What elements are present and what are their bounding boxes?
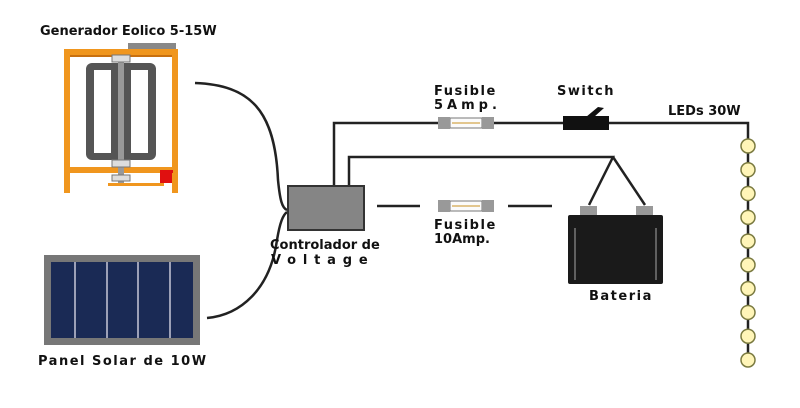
wire-controller-to-battery-top	[347, 155, 647, 206]
fuse-top-label-line1: Fusible	[434, 84, 497, 99]
fuse-10amp	[438, 200, 494, 212]
led-string	[740, 138, 756, 368]
battery-terminal-neg	[580, 206, 597, 215]
generator-shaft	[118, 55, 124, 185]
fuse-bottom-label-line1: Fusible	[434, 218, 497, 233]
led-bulb	[740, 138, 756, 154]
controller-label-line1: Controlador de	[270, 238, 380, 253]
wire-generator-to-controller	[194, 81, 288, 212]
battery-body	[568, 215, 663, 284]
leds-label: LEDs 30W	[668, 104, 741, 119]
generator-rotor-slot-left	[94, 70, 111, 153]
battery	[568, 206, 663, 284]
led-bulb	[740, 257, 756, 273]
led-bulb	[740, 185, 756, 202]
generator-red-box	[160, 170, 173, 183]
led-bulb	[740, 328, 756, 344]
generator-coupling	[111, 174, 131, 182]
generator-base-rod	[108, 183, 164, 186]
fuse-10amp-cap-left	[438, 200, 450, 212]
generator-rotor-slot-right	[131, 70, 148, 153]
generator-top-cap	[128, 43, 176, 50]
wires	[194, 81, 750, 320]
generator-frame-top	[64, 49, 178, 55]
led-bulb	[740, 304, 756, 321]
led-bulb	[740, 233, 756, 249]
solar-panel-cells	[51, 262, 193, 338]
led-bulb	[740, 162, 756, 178]
battery-label: Bateria	[589, 289, 653, 304]
wind-generator-label: Generador Eolico 5-15W	[40, 24, 217, 39]
voltage-controller	[287, 185, 365, 231]
generator-foot-left	[64, 173, 70, 193]
led-bulb	[740, 209, 756, 226]
solar-panel	[44, 255, 200, 345]
switch	[563, 107, 609, 130]
generator-foot-right	[172, 173, 178, 193]
generator-bearing-bottom	[111, 159, 131, 168]
generator-bearing-top	[111, 54, 131, 63]
switch-body	[563, 116, 609, 130]
fuse-5amp-cap-right	[482, 117, 494, 129]
led-bulb	[740, 352, 756, 368]
switch-label: Switch	[557, 84, 616, 99]
solar-panel-label: Panel Solar de 10W	[38, 354, 208, 369]
wire-solar-to-controller	[206, 211, 288, 320]
wire-controller-to-leds	[332, 121, 750, 190]
fuse-top-label-line2: 5Amp.	[434, 98, 501, 113]
generator-frame-left	[64, 49, 70, 191]
fuse-5amp-cap-left	[438, 117, 450, 129]
controller-label-line2: Voltage	[271, 253, 375, 268]
generator-frame-right	[172, 49, 178, 191]
fuse-5amp	[438, 117, 494, 129]
led-bulb	[740, 280, 756, 297]
battery-terminal-pos	[636, 206, 653, 215]
fuse-bottom-label-line2: 10Amp.	[434, 232, 490, 247]
fuse-10amp-cap-right	[482, 200, 494, 212]
wind-generator	[64, 43, 178, 193]
switch-lever	[586, 107, 604, 117]
